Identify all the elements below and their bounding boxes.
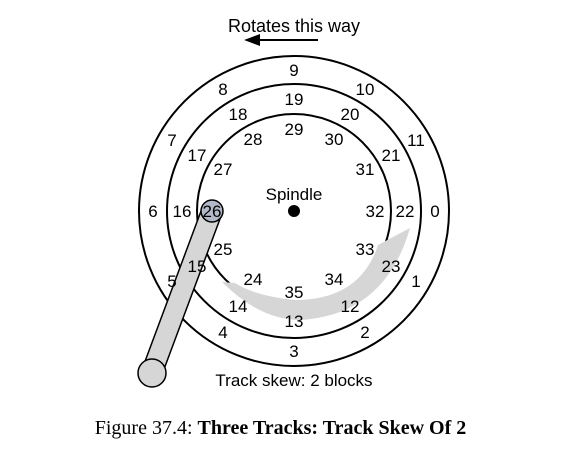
middle-block-20: 20 <box>341 105 360 124</box>
rotation-label: Rotates this way <box>228 16 360 36</box>
outer-block-0: 0 <box>430 202 439 221</box>
middle-block-23: 23 <box>382 257 401 276</box>
inner-block-29: 29 <box>285 120 304 139</box>
outer-block-5: 5 <box>167 272 176 291</box>
outer-block-4: 4 <box>218 323 227 342</box>
inner-block-32: 32 <box>366 202 385 221</box>
outer-block-9: 9 <box>289 61 298 80</box>
rotation-arrow-icon <box>244 34 318 46</box>
disk-diagram: Rotates this way Spindle 0 1 2 3 4 5 6 7… <box>137 16 450 390</box>
spindle-label: Spindle <box>266 185 323 204</box>
outer-block-2: 2 <box>360 323 369 342</box>
inner-block-30: 30 <box>325 130 344 149</box>
middle-block-19: 19 <box>285 90 304 109</box>
inner-block-31: 31 <box>356 160 375 179</box>
caption-title: Three Tracks: Track Skew Of 2 <box>197 417 467 439</box>
inner-block-34: 34 <box>325 270 344 289</box>
arm-pivot[interactable] <box>137 358 167 388</box>
skew-label: Track skew: 2 blocks <box>215 371 372 390</box>
middle-block-16: 16 <box>173 202 192 221</box>
middle-block-12: 12 <box>341 297 360 316</box>
disk-arm <box>141 200 223 383</box>
figure-caption: Figure 37.4: Three Tracks: Track Skew Of… <box>0 414 561 442</box>
middle-block-18: 18 <box>229 105 248 124</box>
inner-block-27: 27 <box>214 160 233 179</box>
outer-block-8: 8 <box>218 80 227 99</box>
skew-band <box>222 228 410 320</box>
inner-block-25: 25 <box>214 240 233 259</box>
outer-block-10: 10 <box>356 80 375 99</box>
outer-block-7: 7 <box>167 131 176 150</box>
middle-block-21: 21 <box>382 146 401 165</box>
inner-block-35: 35 <box>285 283 304 302</box>
inner-block-28: 28 <box>244 130 263 149</box>
outer-block-6: 6 <box>148 202 157 221</box>
middle-block-15: 15 <box>188 257 207 276</box>
middle-block-17: 17 <box>188 146 207 165</box>
inner-block-24: 24 <box>244 270 263 289</box>
outer-block-1: 1 <box>411 272 420 291</box>
outer-block-3: 3 <box>289 342 298 361</box>
spindle-icon <box>288 205 300 217</box>
outer-track <box>138 55 450 367</box>
inner-block-26: 26 <box>203 202 222 221</box>
inner-block-33: 33 <box>356 240 375 259</box>
middle-block-13: 13 <box>285 312 304 331</box>
caption-prefix: Figure 37.4: <box>94 417 198 439</box>
middle-block-22: 22 <box>396 202 415 221</box>
outer-block-11: 11 <box>407 131 425 150</box>
middle-block-14: 14 <box>229 297 248 316</box>
middle-track <box>166 83 422 339</box>
disk-head-icon <box>200 199 224 223</box>
